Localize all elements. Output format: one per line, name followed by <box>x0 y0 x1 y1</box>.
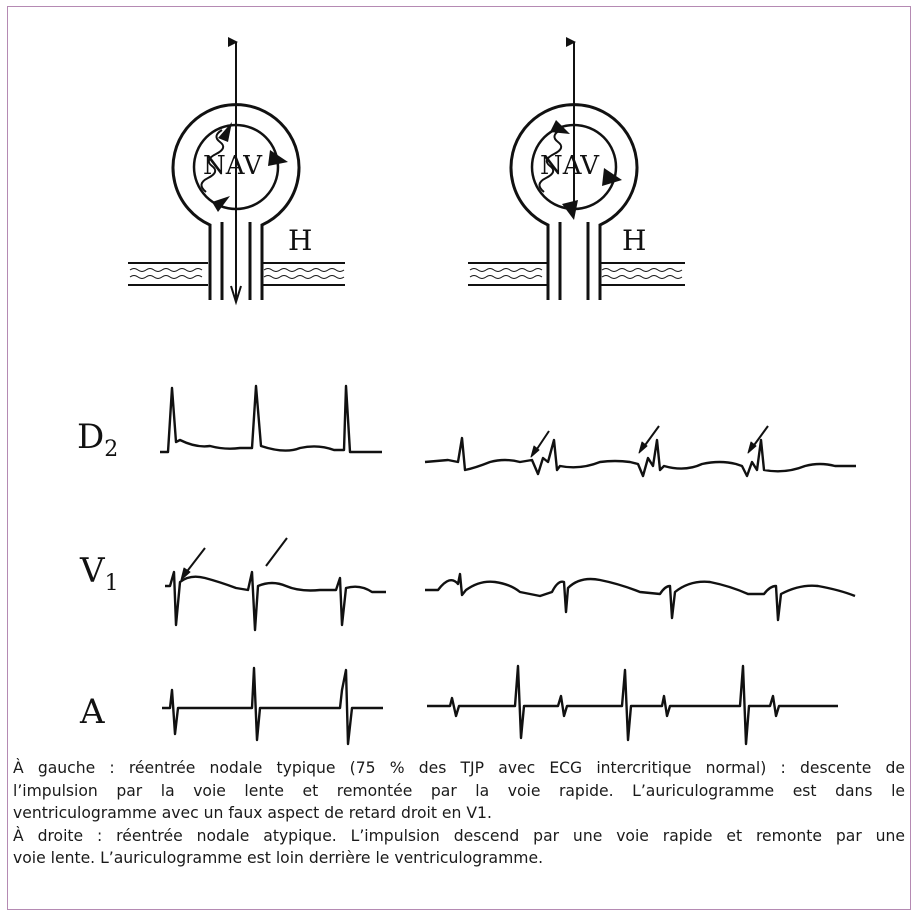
caption-line-3: ventriculogramme avec un faux aspect de … <box>13 802 905 825</box>
left-node-label: NAV <box>203 151 263 181</box>
nodal-reentry-figure: NAV H NAV H D2 V1 A <box>0 0 921 760</box>
lead-label-d2: D2 <box>77 417 118 462</box>
right-his-label: H <box>622 224 646 257</box>
ecg-v1-right <box>425 574 855 620</box>
caption-line-2: l’impulsion par la voie lente et remonté… <box>13 780 905 803</box>
left-his-label: H <box>288 224 312 257</box>
caption-line-1: À gauche : réentrée nodale typique (75 %… <box>13 757 905 780</box>
v1-p-wave-arrow-2 <box>266 538 287 566</box>
right-atrial-layer <box>468 263 685 285</box>
caption-line-4: À droite : réentrée nodale atypique. L’i… <box>13 825 905 848</box>
lead-label-a: A <box>79 692 105 732</box>
lead-labels: D2 V1 A <box>77 417 119 732</box>
right-node-label: NAV <box>540 151 600 181</box>
ecg-a-right <box>427 666 838 744</box>
caption-line-5: voie lente. L’auriculogramme est loin de… <box>13 847 905 870</box>
ecg-a-left <box>162 668 383 744</box>
ecg-d2-left <box>160 386 382 452</box>
figure-caption: À gauche : réentrée nodale typique (75 %… <box>13 757 905 870</box>
right-node-diagram: NAV H <box>468 42 685 300</box>
ecg-d2-right <box>425 438 856 476</box>
left-node-diagram: NAV H <box>128 42 345 302</box>
lead-label-v1: V1 <box>79 551 119 596</box>
ecg-v1-left <box>165 572 386 630</box>
